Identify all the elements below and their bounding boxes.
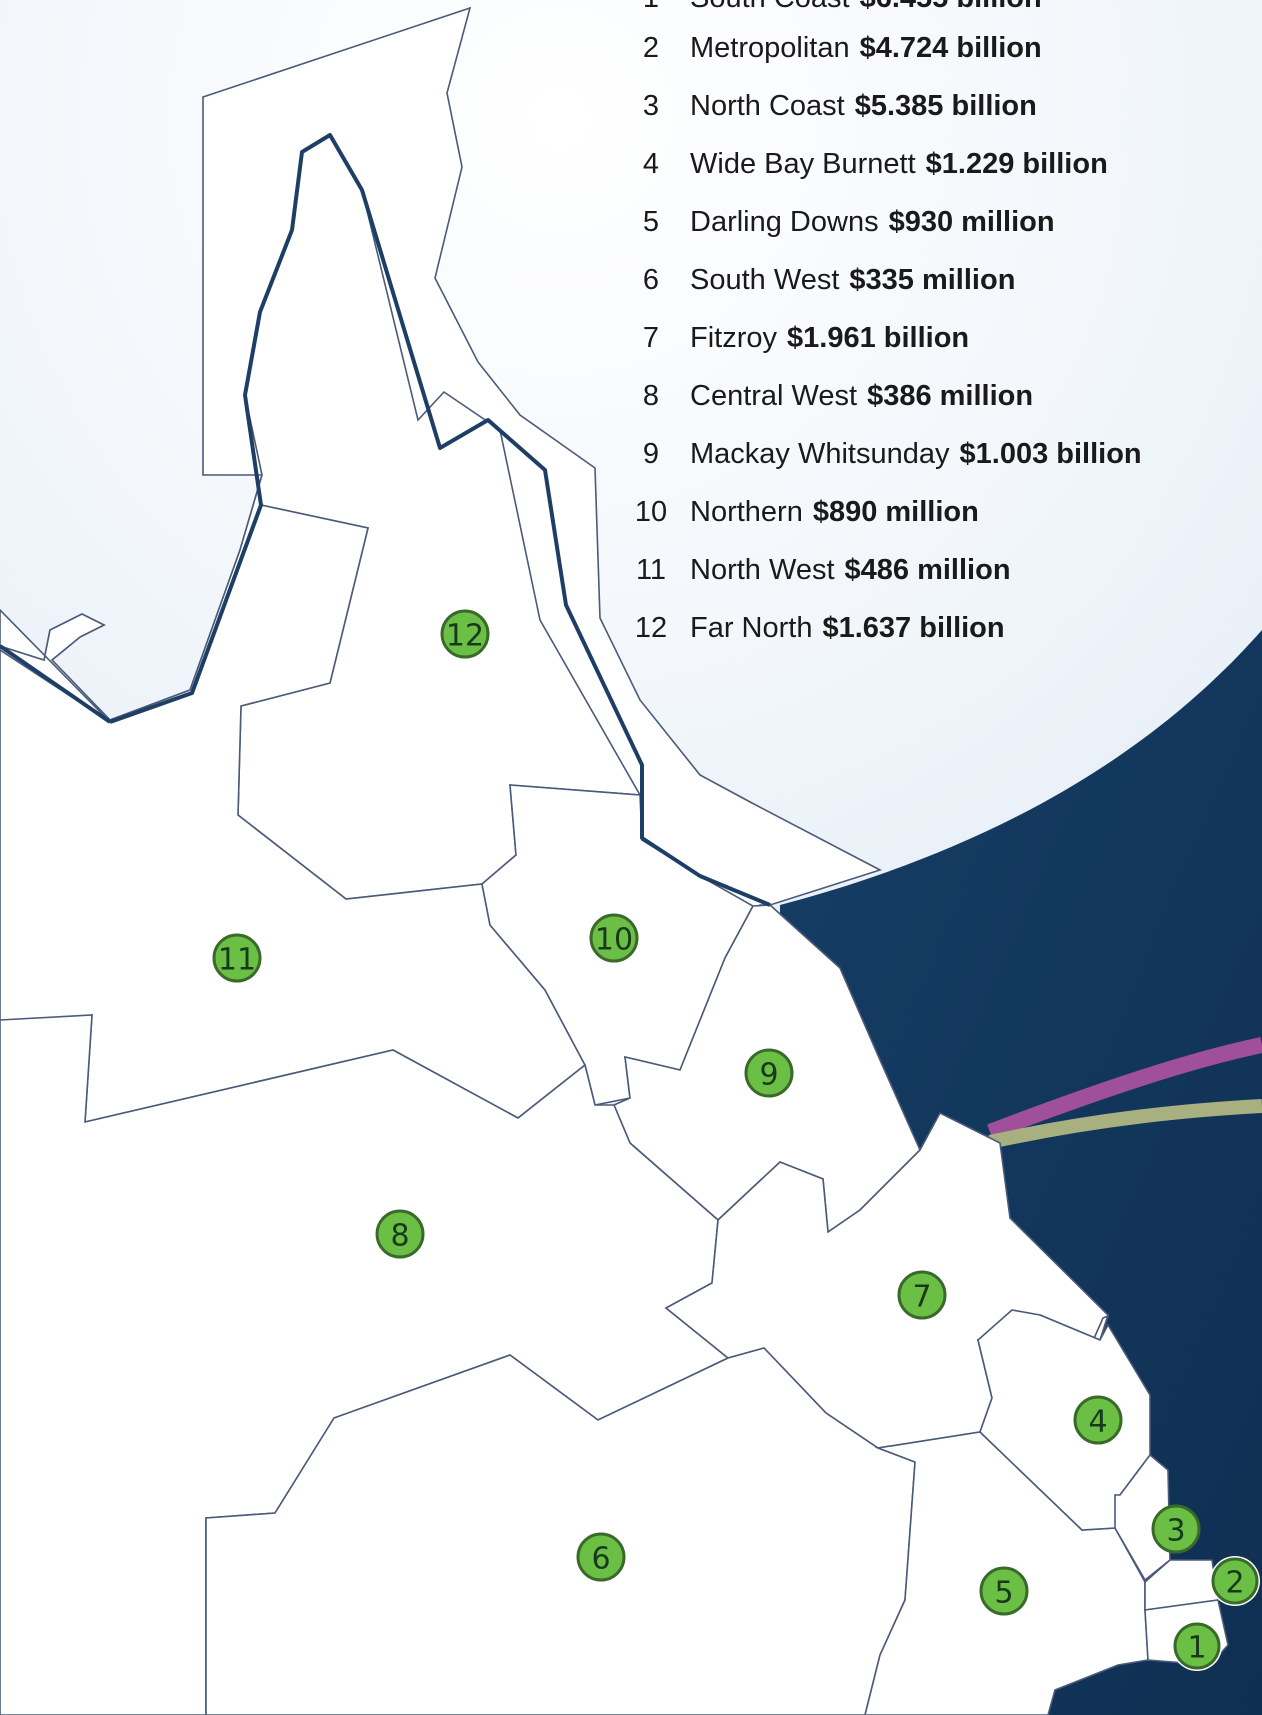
region-badges: 12 11 10 9 8 7 6 5 (212, 609, 1260, 1671)
legend-item: 4 Wide Bay Burnett $1.229 billion (642, 147, 1108, 180)
svg-text:8: 8 (390, 1219, 409, 1254)
badge-9: 9 (744, 1048, 794, 1098)
svg-text:6: 6 (591, 1542, 610, 1577)
svg-text:2: 2 (1225, 1566, 1244, 1601)
legend-item: 9 Mackay Whitsunday $1.003 billion (642, 437, 1142, 470)
badge-1: 1 (1172, 1621, 1222, 1671)
badge-5: 5 (979, 1566, 1029, 1616)
legend-item: 12 Far North $1.637 billion (634, 611, 1005, 644)
svg-text:4: 4 (1088, 1405, 1107, 1440)
legend-item: 11 North West $486 million (635, 553, 1011, 586)
legend-item: 7 Fitzroy $1.961 billion (642, 321, 970, 354)
legend-item: 10 Northern $890 million (634, 495, 979, 528)
badge-7: 7 (897, 1270, 947, 1320)
badge-3: 3 (1151, 1504, 1201, 1554)
bold-boundary-line-west (0, 644, 112, 724)
badge-2: 2 (1210, 1556, 1260, 1606)
svg-text:11: 11 (218, 943, 256, 978)
svg-text:1: 1 (1187, 1631, 1206, 1666)
badge-6: 6 (576, 1532, 626, 1582)
region-4-wide-bay-burnett (977, 1309, 1151, 1531)
badge-11: 11 (212, 933, 262, 983)
badge-4: 4 (1073, 1395, 1123, 1445)
legend-item: 1 South Coast $6.455 billion (616, 0, 1042, 18)
purple-arc (987, 1037, 1262, 1140)
legend-item: 8 Central West $386 million (642, 379, 1034, 412)
badge-8: 8 (375, 1209, 425, 1259)
legend-item: 2 Metropolitan $4.724 billion (642, 31, 1042, 64)
badge-10: 10 (589, 913, 639, 963)
svg-text:7: 7 (912, 1280, 931, 1315)
svg-text:9: 9 (759, 1058, 778, 1093)
olive-arc (988, 1099, 1262, 1149)
bold-boundary-line (109, 133, 771, 907)
svg-text:12: 12 (446, 619, 484, 654)
svg-text:5: 5 (994, 1576, 1013, 1611)
svg-text:10: 10 (595, 923, 633, 958)
legend-item: 5 Darling Downs $930 million (642, 205, 1055, 238)
badge-12: 12 (440, 609, 490, 659)
legend-item: 3 North Coast $5.385 billion (642, 89, 1037, 122)
legend-item: 6 South West $335 million (642, 263, 1016, 296)
svg-text:3: 3 (1166, 1514, 1185, 1549)
